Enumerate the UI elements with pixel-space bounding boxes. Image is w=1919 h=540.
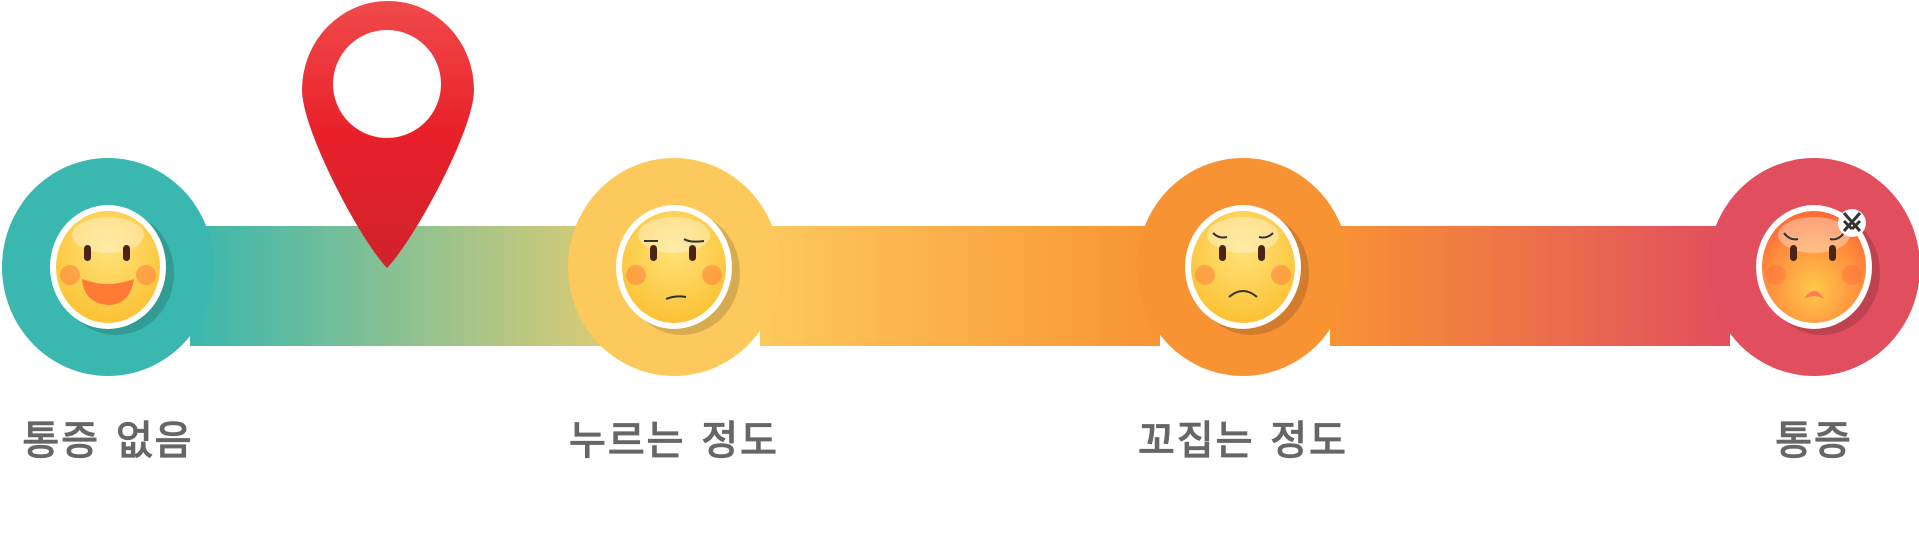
location-pin-icon <box>302 0 474 268</box>
scale-bar-segment-3 <box>1330 226 1730 346</box>
anger-mark-icon <box>1838 209 1866 237</box>
smiling-face-icon <box>50 205 174 335</box>
level-label: 통증 없음 <box>22 418 194 464</box>
level-label: 누르는 정도 <box>569 418 779 464</box>
frowning-face-icon <box>1185 205 1309 335</box>
angry-face-icon <box>1756 205 1880 335</box>
level-label: 꼬집는 정도 <box>1138 418 1348 464</box>
scale-bar-segment-2 <box>760 226 1160 346</box>
level-label: 통증 <box>1775 418 1853 464</box>
displeased-face-icon <box>616 205 740 335</box>
